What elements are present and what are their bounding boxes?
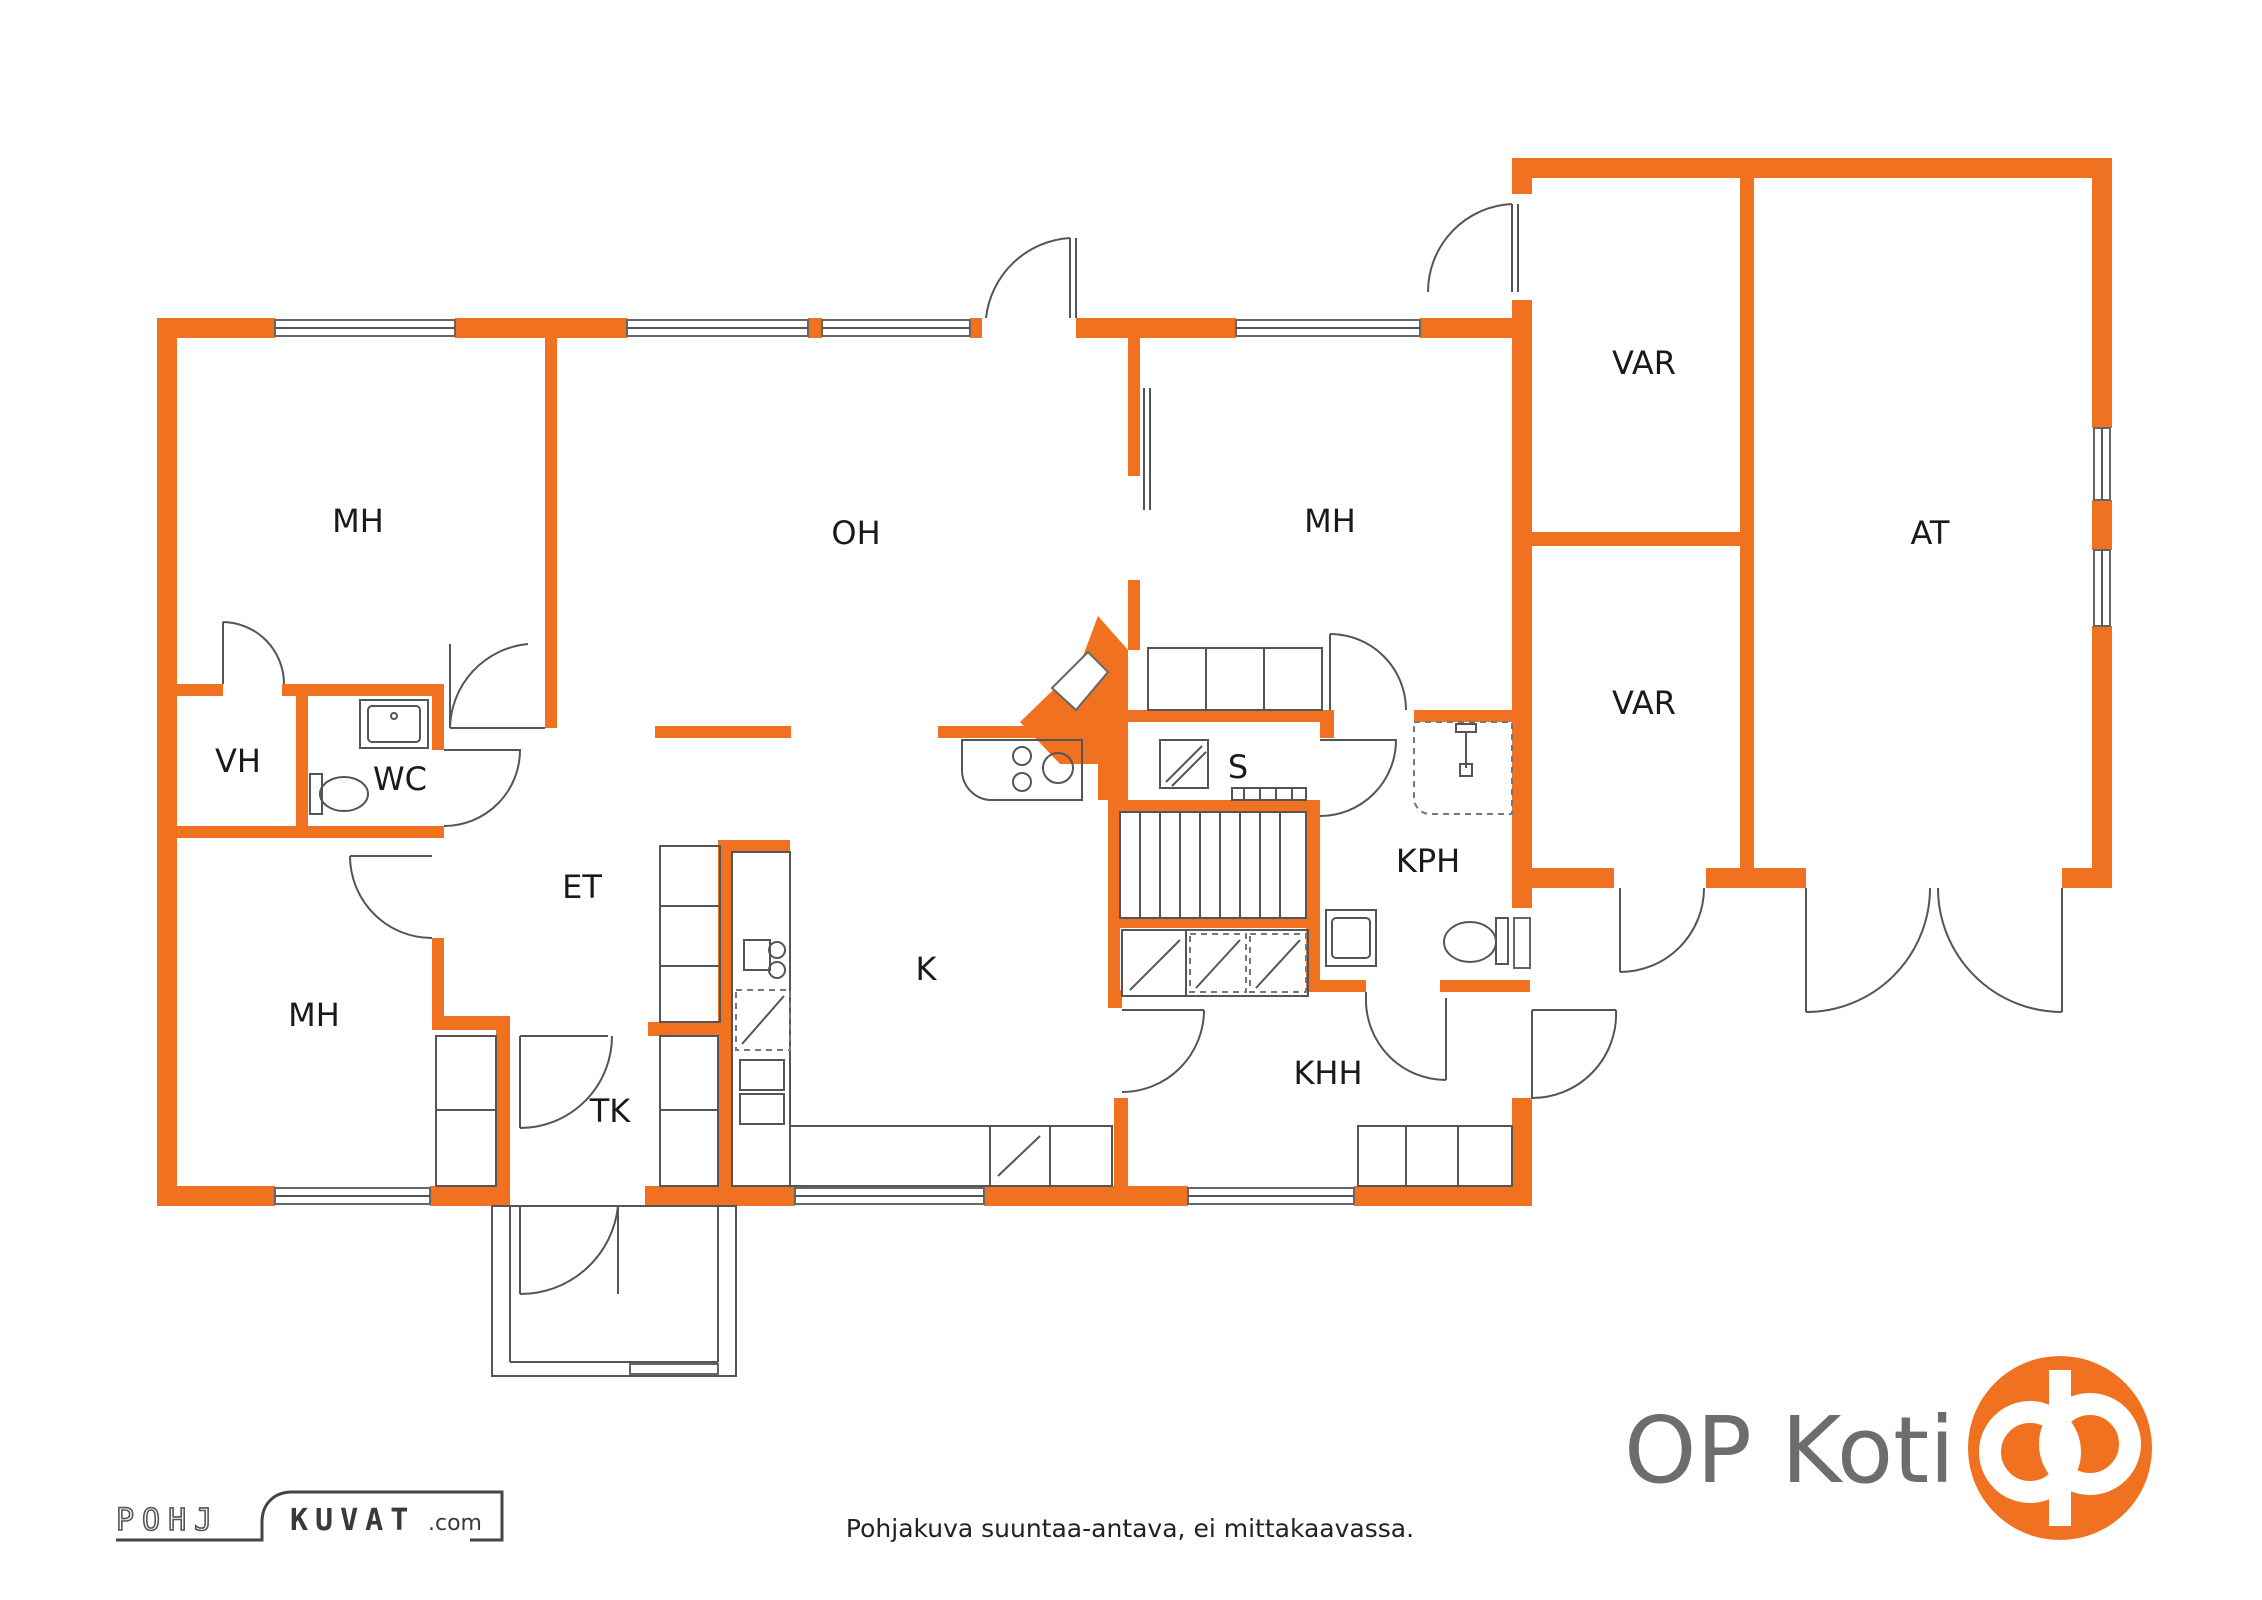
garage-walls <box>1512 158 2112 888</box>
room-label-mh-top-right: MH <box>1304 502 1356 540</box>
pohjakuvat-logo: POHJ KUVAT .com <box>115 1490 504 1542</box>
room-label-s: S <box>1228 748 1248 786</box>
op-logo-icon <box>1968 1356 2152 1540</box>
exterior-walls <box>157 300 1532 1206</box>
watermark-right: KUVAT <box>290 1503 415 1538</box>
room-label-oh: OH <box>831 514 880 552</box>
disclaimer-text: Pohjakuva suuntaa-antava, ei mittakaavas… <box>846 1514 1414 1543</box>
room-label-khh: KHH <box>1293 1054 1362 1092</box>
fixtures <box>309 647 1513 1187</box>
room-label-mh-top-left: MH <box>332 502 384 540</box>
windows <box>274 319 2111 1205</box>
room-labels: MH OH MH VAR VAR AT VH WC ET S KPH K MH … <box>215 344 1950 1130</box>
interior-walls <box>177 338 1532 1206</box>
room-label-at: AT <box>1911 514 1950 552</box>
room-label-var-top: VAR <box>1612 344 1676 382</box>
watermark-suffix: .com <box>428 1511 482 1536</box>
room-label-var-bottom: VAR <box>1612 684 1676 722</box>
doors <box>222 203 2063 1296</box>
room-label-et: ET <box>562 868 602 906</box>
room-label-k: K <box>916 950 938 988</box>
room-label-kph: KPH <box>1396 842 1460 880</box>
room-label-vh: VH <box>215 742 261 780</box>
room-label-mh-bottom-left: MH <box>288 996 340 1034</box>
room-label-wc: WC <box>373 760 427 798</box>
porch <box>491 1205 737 1377</box>
watermark-left: POHJ <box>116 1503 220 1538</box>
brand-name: OP Koti <box>1624 1397 1955 1504</box>
room-label-tk: TK <box>589 1092 632 1130</box>
